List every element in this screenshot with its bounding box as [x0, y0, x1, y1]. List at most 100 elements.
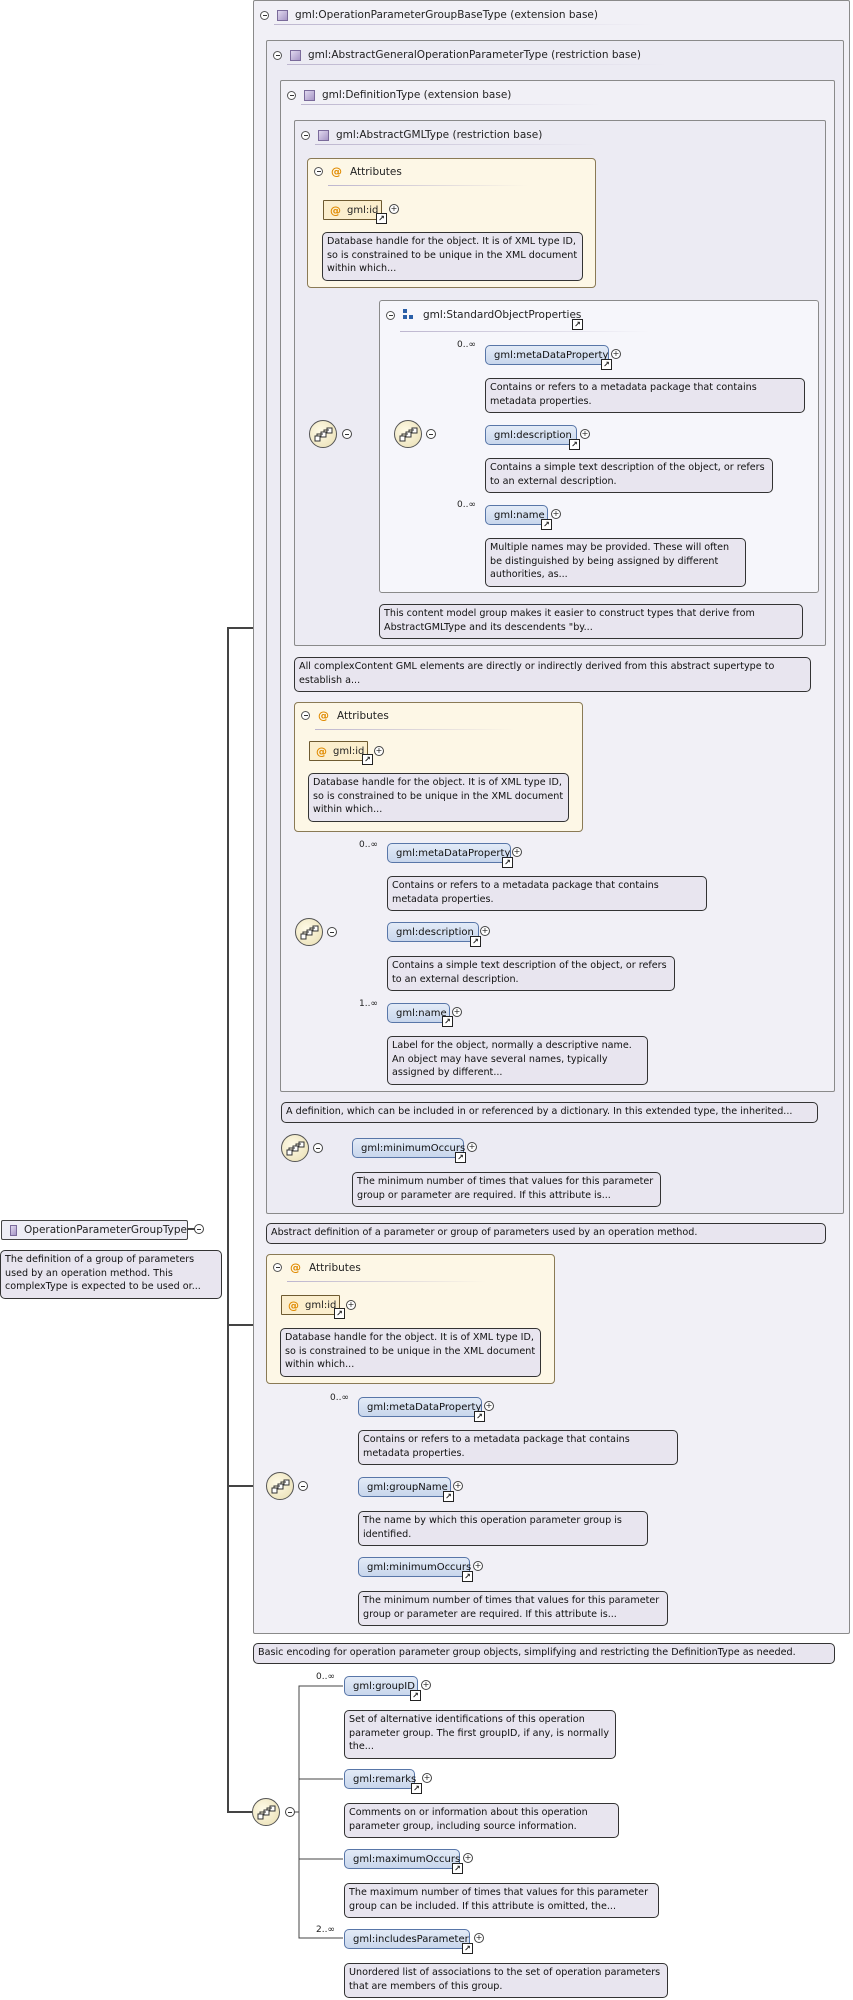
at-icon: @ — [316, 744, 327, 758]
plus-icon[interactable]: + — [463, 1853, 473, 1863]
plus-icon[interactable]: + — [346, 1300, 356, 1310]
plus-icon[interactable]: + — [580, 429, 590, 439]
element-label: gml:metaDataProperty — [494, 349, 609, 361]
link-arrow-icon[interactable]: ↗ — [502, 857, 513, 868]
link-arrow-icon[interactable]: ↗ — [362, 754, 373, 765]
at-icon: @ — [330, 203, 341, 217]
element-doc: Comments on or information about this op… — [344, 1803, 619, 1838]
sequence-toggle[interactable] — [342, 429, 352, 439]
sequence-icon[interactable] — [252, 1798, 280, 1826]
plus-icon[interactable]: + — [421, 1680, 431, 1690]
plus-icon[interactable]: + — [480, 926, 490, 936]
plus-icon[interactable]: + — [453, 1481, 463, 1491]
attr-label: gml:id — [305, 1299, 337, 1311]
element-minimumoccurs[interactable]: gml:minimumOccurs — [358, 1557, 471, 1577]
group-doc: This content model group makes it easier… — [379, 604, 803, 639]
plus-icon[interactable]: + — [422, 1773, 432, 1783]
minus-toggle-icon[interactable] — [301, 711, 310, 720]
element-label: gml:description — [396, 926, 474, 938]
plus-icon[interactable]: + — [484, 1401, 494, 1411]
cardinality-label: 1..∞ — [359, 999, 378, 1009]
link-arrow-icon[interactable]: ↗ — [569, 439, 580, 450]
link-arrow-icon[interactable]: ↗ — [452, 1863, 463, 1874]
link-arrow-icon[interactable]: ↗ — [410, 1690, 421, 1701]
minus-toggle-icon[interactable] — [273, 50, 282, 60]
gml-id-attribute[interactable]: @gml:id — [281, 1295, 340, 1315]
plus-icon[interactable]: + — [512, 847, 522, 857]
link-arrow-icon[interactable]: ↗ — [601, 359, 612, 370]
group-icon — [403, 309, 415, 321]
plus-icon[interactable]: + — [374, 746, 384, 756]
attr-label: gml:id — [333, 745, 365, 757]
sequence-icon[interactable] — [281, 1134, 309, 1162]
sequence-icon[interactable] — [309, 420, 337, 448]
root-doc: The definition of a group of parameters … — [0, 1250, 222, 1299]
sequence-toggle[interactable] — [298, 1481, 308, 1491]
link-arrow-icon[interactable]: ↗ — [455, 1152, 466, 1163]
complex-type-icon — [277, 9, 288, 21]
type-doc: Abstract definition of a parameter or gr… — [266, 1223, 826, 1244]
element-name[interactable]: gml:name — [387, 1003, 450, 1023]
element-description[interactable]: gml:description — [485, 425, 577, 445]
element-doc: Contains or refers to a metadata package… — [387, 876, 707, 911]
sequence-icon[interactable] — [394, 420, 422, 448]
sequence-toggle[interactable] — [426, 429, 436, 439]
gml-id-attribute[interactable]: @ gml:id — [309, 741, 368, 761]
sequence-toggle[interactable] — [327, 927, 337, 937]
cardinality-label: 0..∞ — [359, 840, 378, 850]
root-collapse-toggle[interactable] — [194, 1224, 204, 1234]
element-remarks[interactable]: gml:remarks — [344, 1769, 416, 1789]
sequence-icon[interactable] — [295, 918, 323, 946]
sequence-toggle[interactable] — [285, 1807, 295, 1817]
element-metadataproperty[interactable]: gml:metaDataProperty — [387, 843, 511, 863]
link-arrow-icon[interactable]: ↗ — [470, 936, 481, 947]
complex-type-icon — [10, 1224, 18, 1236]
plus-icon[interactable]: + — [611, 349, 621, 359]
link-arrow-icon[interactable]: ↗ — [443, 1491, 454, 1502]
sequence-toggle[interactable] — [313, 1143, 323, 1153]
element-groupname[interactable]: gml:groupName — [358, 1477, 451, 1497]
cardinality-label: 0..∞ — [316, 1672, 335, 1682]
minus-toggle-icon[interactable] — [273, 1263, 282, 1272]
plus-icon[interactable]: + — [467, 1142, 477, 1152]
plus-icon[interactable]: + — [473, 1561, 483, 1571]
plus-icon[interactable]: + — [474, 1933, 484, 1943]
plus-icon[interactable]: + — [452, 1007, 462, 1017]
attributes-title: Attributes — [309, 1261, 361, 1274]
element-description[interactable]: gml:description — [387, 922, 479, 942]
link-arrow-icon[interactable]: ↗ — [572, 319, 583, 330]
attributes-title: Attributes — [350, 165, 402, 178]
gml-id-attribute[interactable]: @ gml:id — [323, 200, 382, 220]
link-arrow-icon[interactable]: ↗ — [411, 1783, 422, 1794]
minus-toggle-icon[interactable] — [386, 310, 395, 320]
minus-toggle-icon[interactable] — [301, 130, 310, 140]
element-metadataproperty[interactable]: gml:metaDataProperty — [358, 1397, 482, 1417]
element-metadataproperty[interactable]: gml:metaDataProperty — [485, 345, 609, 365]
minus-toggle-icon[interactable] — [260, 10, 269, 20]
minus-toggle-icon[interactable] — [314, 167, 323, 176]
link-arrow-icon[interactable]: ↗ — [462, 1571, 473, 1582]
root-type-node[interactable]: OperationParameterGroupType — [1, 1220, 188, 1240]
element-label: gml:metaDataProperty — [367, 1401, 482, 1413]
type-doc: A definition, which can be included in o… — [281, 1102, 818, 1123]
type-doc: Basic encoding for operation parameter g… — [253, 1643, 835, 1664]
element-includesparameter[interactable]: gml:includesParameter — [344, 1929, 470, 1949]
plus-icon[interactable]: + — [389, 204, 399, 214]
element-name[interactable]: gml:name — [485, 505, 548, 525]
sequence-icon[interactable] — [266, 1472, 294, 1500]
minus-toggle-icon[interactable] — [287, 90, 296, 100]
element-label: gml:name — [494, 509, 545, 521]
attribute-doc: Database handle for the object. It is of… — [308, 773, 569, 822]
element-maximumoccurs[interactable]: gml:maximumOccurs — [344, 1849, 460, 1869]
link-arrow-icon[interactable]: ↗ — [376, 213, 387, 224]
link-arrow-icon[interactable]: ↗ — [541, 519, 552, 530]
link-arrow-icon[interactable]: ↗ — [334, 1308, 345, 1319]
attr-label: gml:id — [347, 204, 379, 216]
link-arrow-icon[interactable]: ↗ — [462, 1943, 473, 1954]
element-groupid[interactable]: gml:groupID — [344, 1676, 418, 1696]
element-minimumoccurs[interactable]: gml:minimumOccurs — [352, 1138, 465, 1158]
link-arrow-icon[interactable]: ↗ — [474, 1411, 485, 1422]
plus-icon[interactable]: + — [551, 509, 561, 519]
at-icon: @ — [290, 1261, 301, 1274]
link-arrow-icon[interactable]: ↗ — [442, 1016, 453, 1027]
